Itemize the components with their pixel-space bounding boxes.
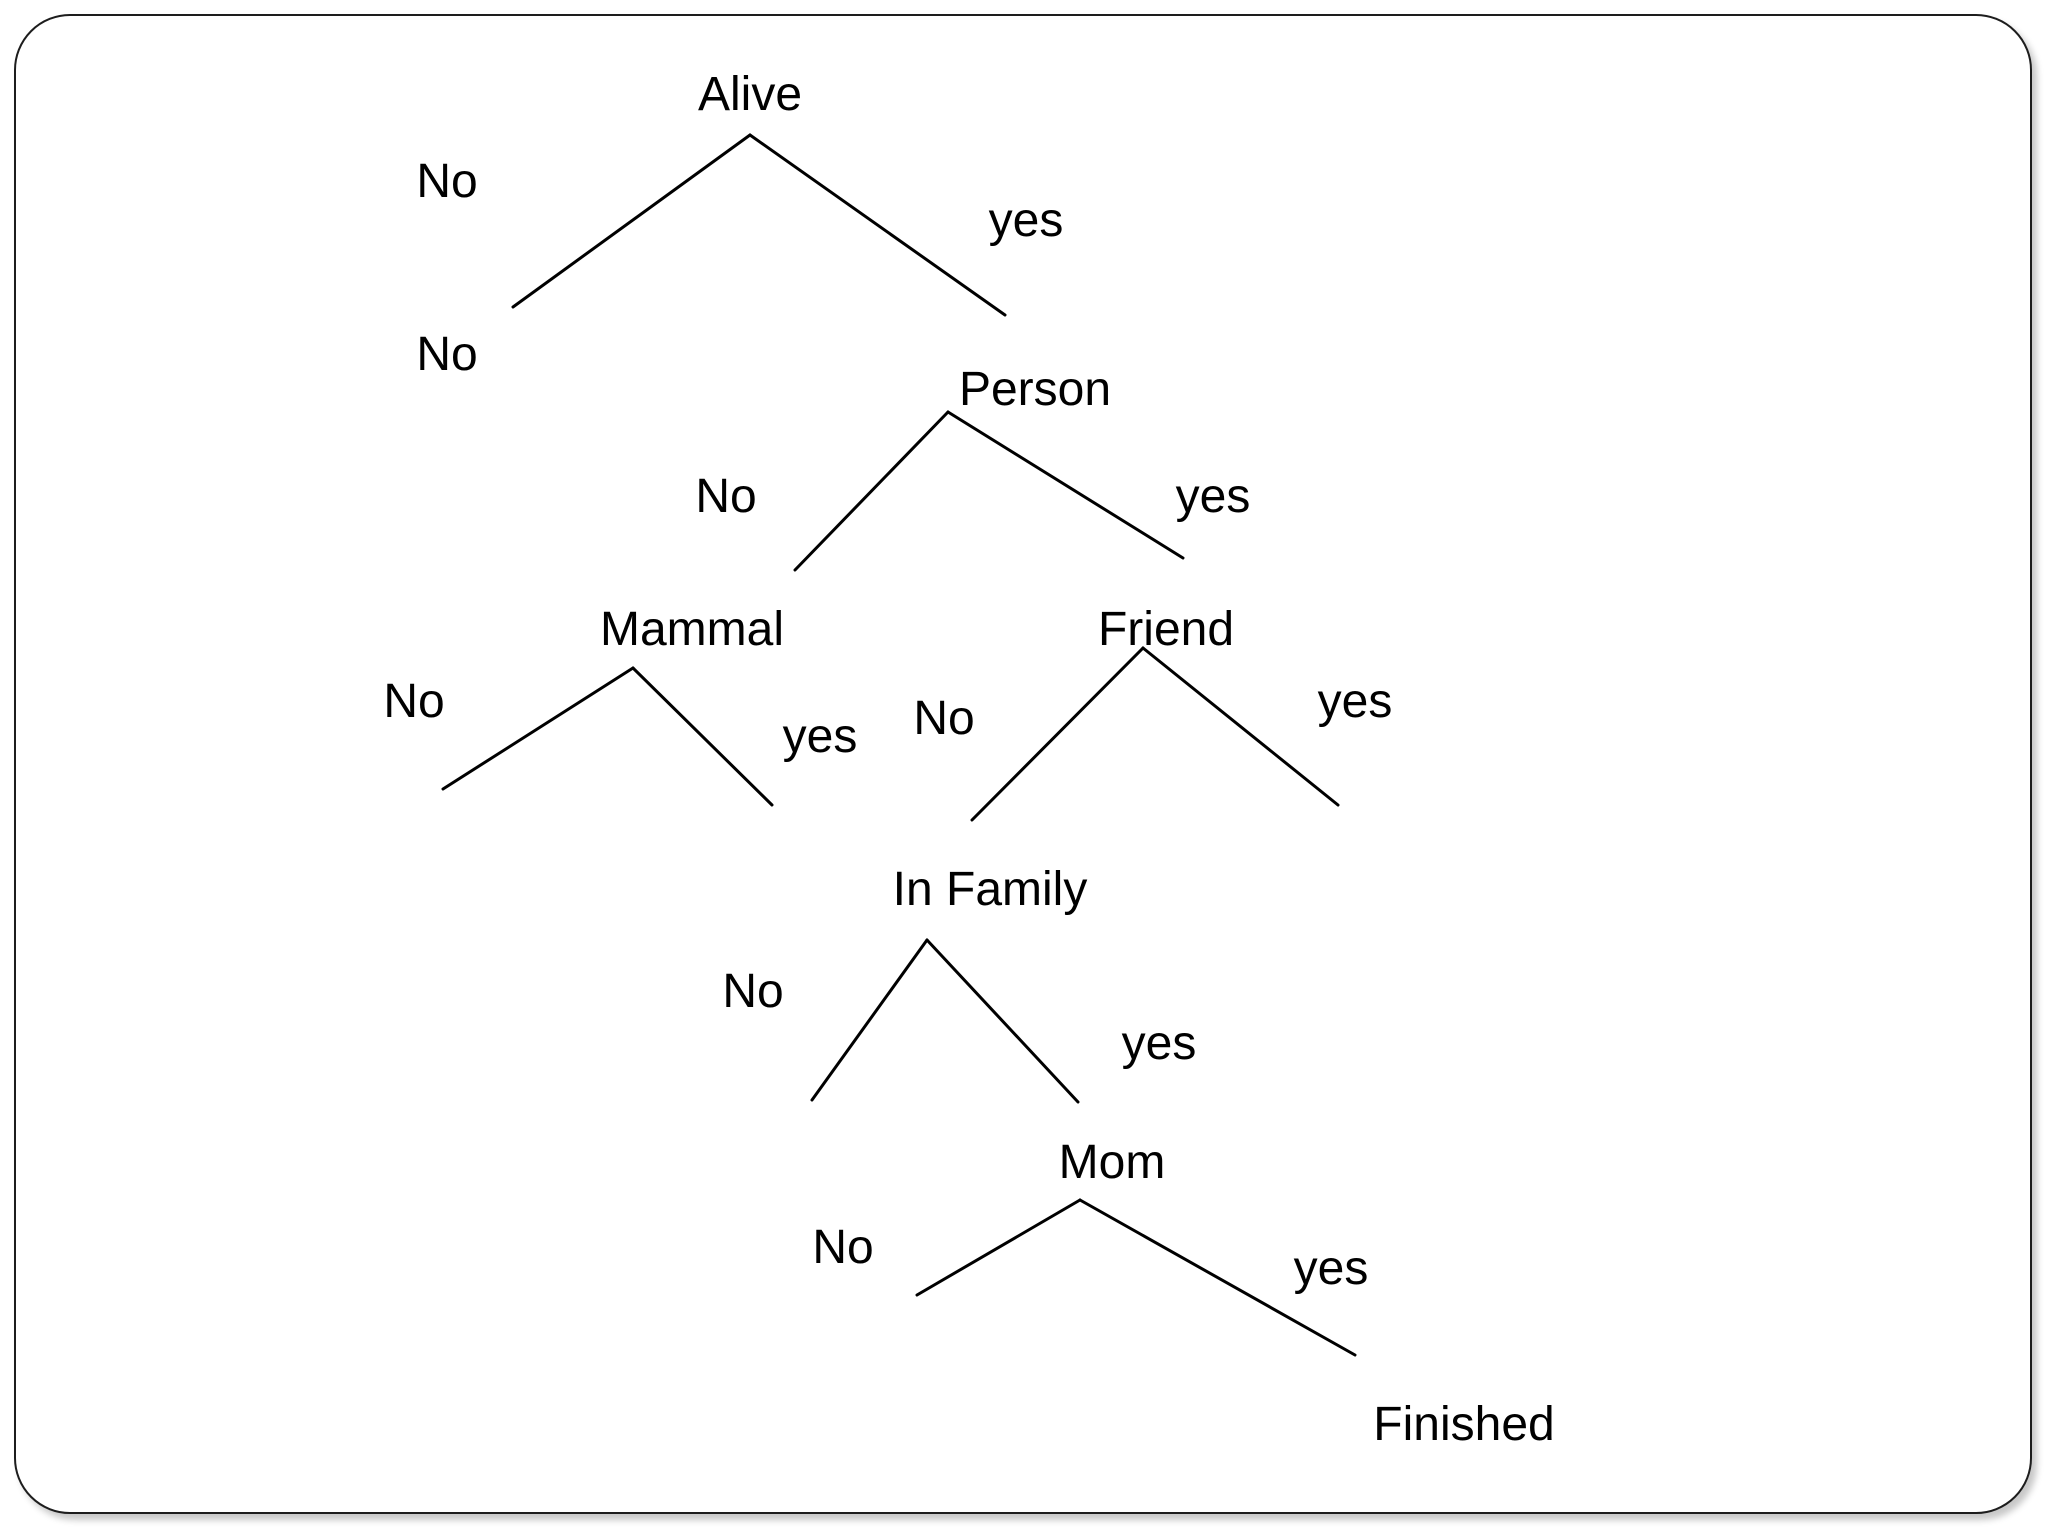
tree-edge-label-lbl-friend-yes: yes (1317, 675, 1393, 728)
tree-node-person: Person (958, 363, 1112, 416)
tree-edge-label-lbl-mammal-yes: yes (782, 710, 858, 763)
tree-node-finished: Finished (1373, 1398, 1555, 1451)
tree-edge-label-lbl-person-no: No (695, 470, 757, 523)
tree-edge-label-lbl-alive-no: No (416, 155, 478, 208)
tree-edge-label-lbl-family-no: No (722, 965, 784, 1018)
tree-edge-label-lbl-mom-no: No (812, 1221, 874, 1274)
tree-edge-label-lbl-family-yes: yes (1121, 1017, 1197, 1070)
tree-node-alive: Alive (697, 68, 803, 121)
tree-edge-label-lbl-alive-no2: No (416, 328, 478, 381)
tree-edge-label-lbl-person-yes: yes (1175, 470, 1251, 523)
tree-edge-label-lbl-mammal-no: No (383, 675, 445, 728)
tree-node-mammal: Mammal (599, 603, 785, 656)
tree-edge-label-lbl-friend-no: No (913, 692, 975, 745)
tree-edge-label-lbl-mom-yes: yes (1293, 1242, 1369, 1295)
tree-node-mom: Mom (1058, 1136, 1166, 1189)
tree-edge-label-lbl-alive-yes: yes (988, 194, 1064, 247)
tree-node-friend: Friend (1097, 603, 1235, 656)
tree-node-in-family: In Family (892, 863, 1088, 916)
